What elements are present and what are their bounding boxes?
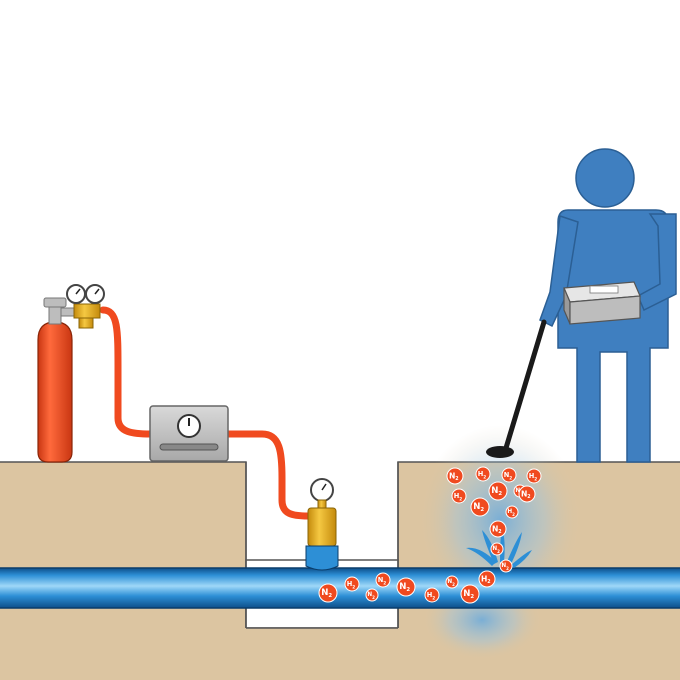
molecule-label: N2	[504, 471, 513, 480]
nitrogen-molecule: N2	[446, 467, 464, 485]
hose-to-control-box	[99, 306, 154, 438]
molecule-label: N2	[463, 589, 474, 600]
molecule-label: H2	[529, 472, 538, 481]
hose-to-pipe-valve	[224, 430, 312, 520]
nitrogen-molecule: N2	[460, 584, 480, 604]
molecule-label: N2	[492, 546, 500, 554]
leak-spray	[466, 528, 532, 568]
molecule-label: H2	[454, 492, 463, 501]
nitrogen-molecule: N2	[490, 542, 504, 556]
molecule-label: N2	[491, 486, 502, 497]
molecule-label: H2	[481, 575, 491, 585]
nitrogen-molecule: N2	[470, 497, 490, 517]
nitrogen-cylinder	[37, 297, 80, 463]
nitrogen-molecule: N2	[365, 588, 379, 602]
molecule-label: H2	[507, 509, 515, 517]
person-torso	[557, 209, 669, 463]
nitrogen-molecule: N2	[488, 481, 508, 501]
nitrogen-molecule: N2	[396, 577, 416, 597]
molecule-label: N2	[501, 563, 509, 571]
molecule-label: H2	[478, 470, 487, 479]
person-left-arm	[539, 215, 579, 328]
molecule-label: N2	[492, 525, 502, 535]
hydrogen-molecule: H2	[424, 587, 440, 603]
molecule-label: N2	[473, 502, 484, 513]
molecule-label: N2	[321, 588, 332, 599]
gas-detector-unit	[563, 281, 641, 325]
molecule-label: N2	[447, 579, 455, 587]
person-right-arm	[637, 213, 677, 312]
detector-probe-rod	[503, 319, 547, 451]
molecule-label: N2	[449, 472, 459, 482]
molecule-label: H2	[347, 580, 356, 589]
pipe-injection-valve	[305, 478, 339, 571]
hydrogen-molecule: H2	[478, 570, 496, 588]
control-box	[149, 405, 229, 462]
nitrogen-molecule: N2	[445, 575, 459, 589]
nitrogen-molecule: N2	[318, 583, 338, 603]
molecule-label: N2	[367, 592, 375, 600]
nitrogen-molecule: N2	[518, 485, 536, 503]
molecule-label: N2	[521, 490, 531, 500]
molecule-label: H2	[427, 591, 436, 600]
hydrogen-molecule: H2	[526, 468, 542, 484]
nitrogen-molecule: N2	[499, 559, 513, 573]
underground-pipe	[0, 567, 680, 609]
hydrogen-molecule: H2	[344, 576, 360, 592]
person-head	[575, 148, 635, 208]
nitrogen-molecule: N2	[501, 467, 517, 483]
pressure-regulator	[66, 284, 105, 329]
gas-molecules: N2H2N2N2N2H2N2N2H2N2N2H2N2H2H2N2N2N2N2H2…	[318, 466, 542, 604]
molecule-label: N2	[399, 582, 410, 593]
nitrogen-molecule: N2	[375, 572, 391, 588]
molecule-label: N2	[378, 576, 387, 585]
operator-person	[539, 148, 677, 463]
hydrogen-molecule: H2	[475, 466, 491, 482]
ground-bottom-strip	[0, 628, 680, 680]
detector-probe-head	[486, 446, 514, 458]
hydrogen-molecule: H2	[505, 505, 519, 519]
nitrogen-molecule: N2	[489, 520, 507, 538]
hydrogen-molecule: H2	[451, 488, 467, 504]
